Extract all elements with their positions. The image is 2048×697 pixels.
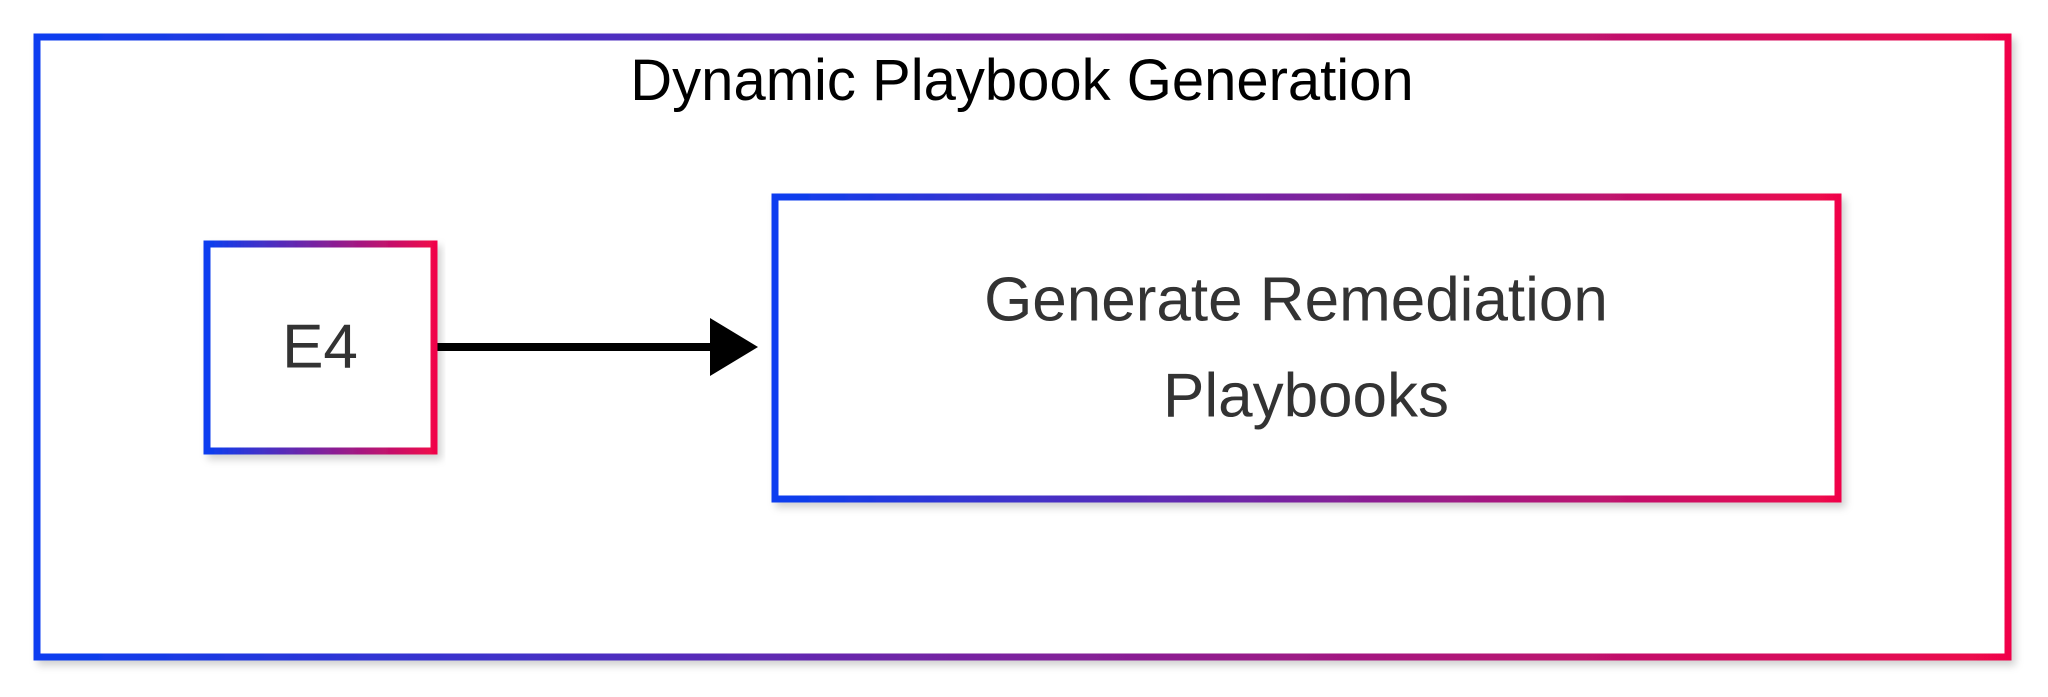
arrowhead-icon [710, 318, 758, 376]
node-generate-remediation-playbooks[interactable]: Generate Remediation Playbooks [771, 193, 1842, 503]
node-generate-label-line1: Generate Remediation [984, 266, 1608, 335]
node-e4-label: E4 [282, 313, 358, 382]
node-generate-label-line2: Playbooks [1163, 362, 1449, 431]
edge-e4-to-generate [437, 318, 758, 376]
group-title: Dynamic Playbook Generation [630, 48, 1413, 113]
node-e4[interactable]: E4 [203, 240, 438, 455]
node-generate-box[interactable] [771, 193, 1842, 503]
node-e4-box[interactable] [203, 240, 438, 455]
